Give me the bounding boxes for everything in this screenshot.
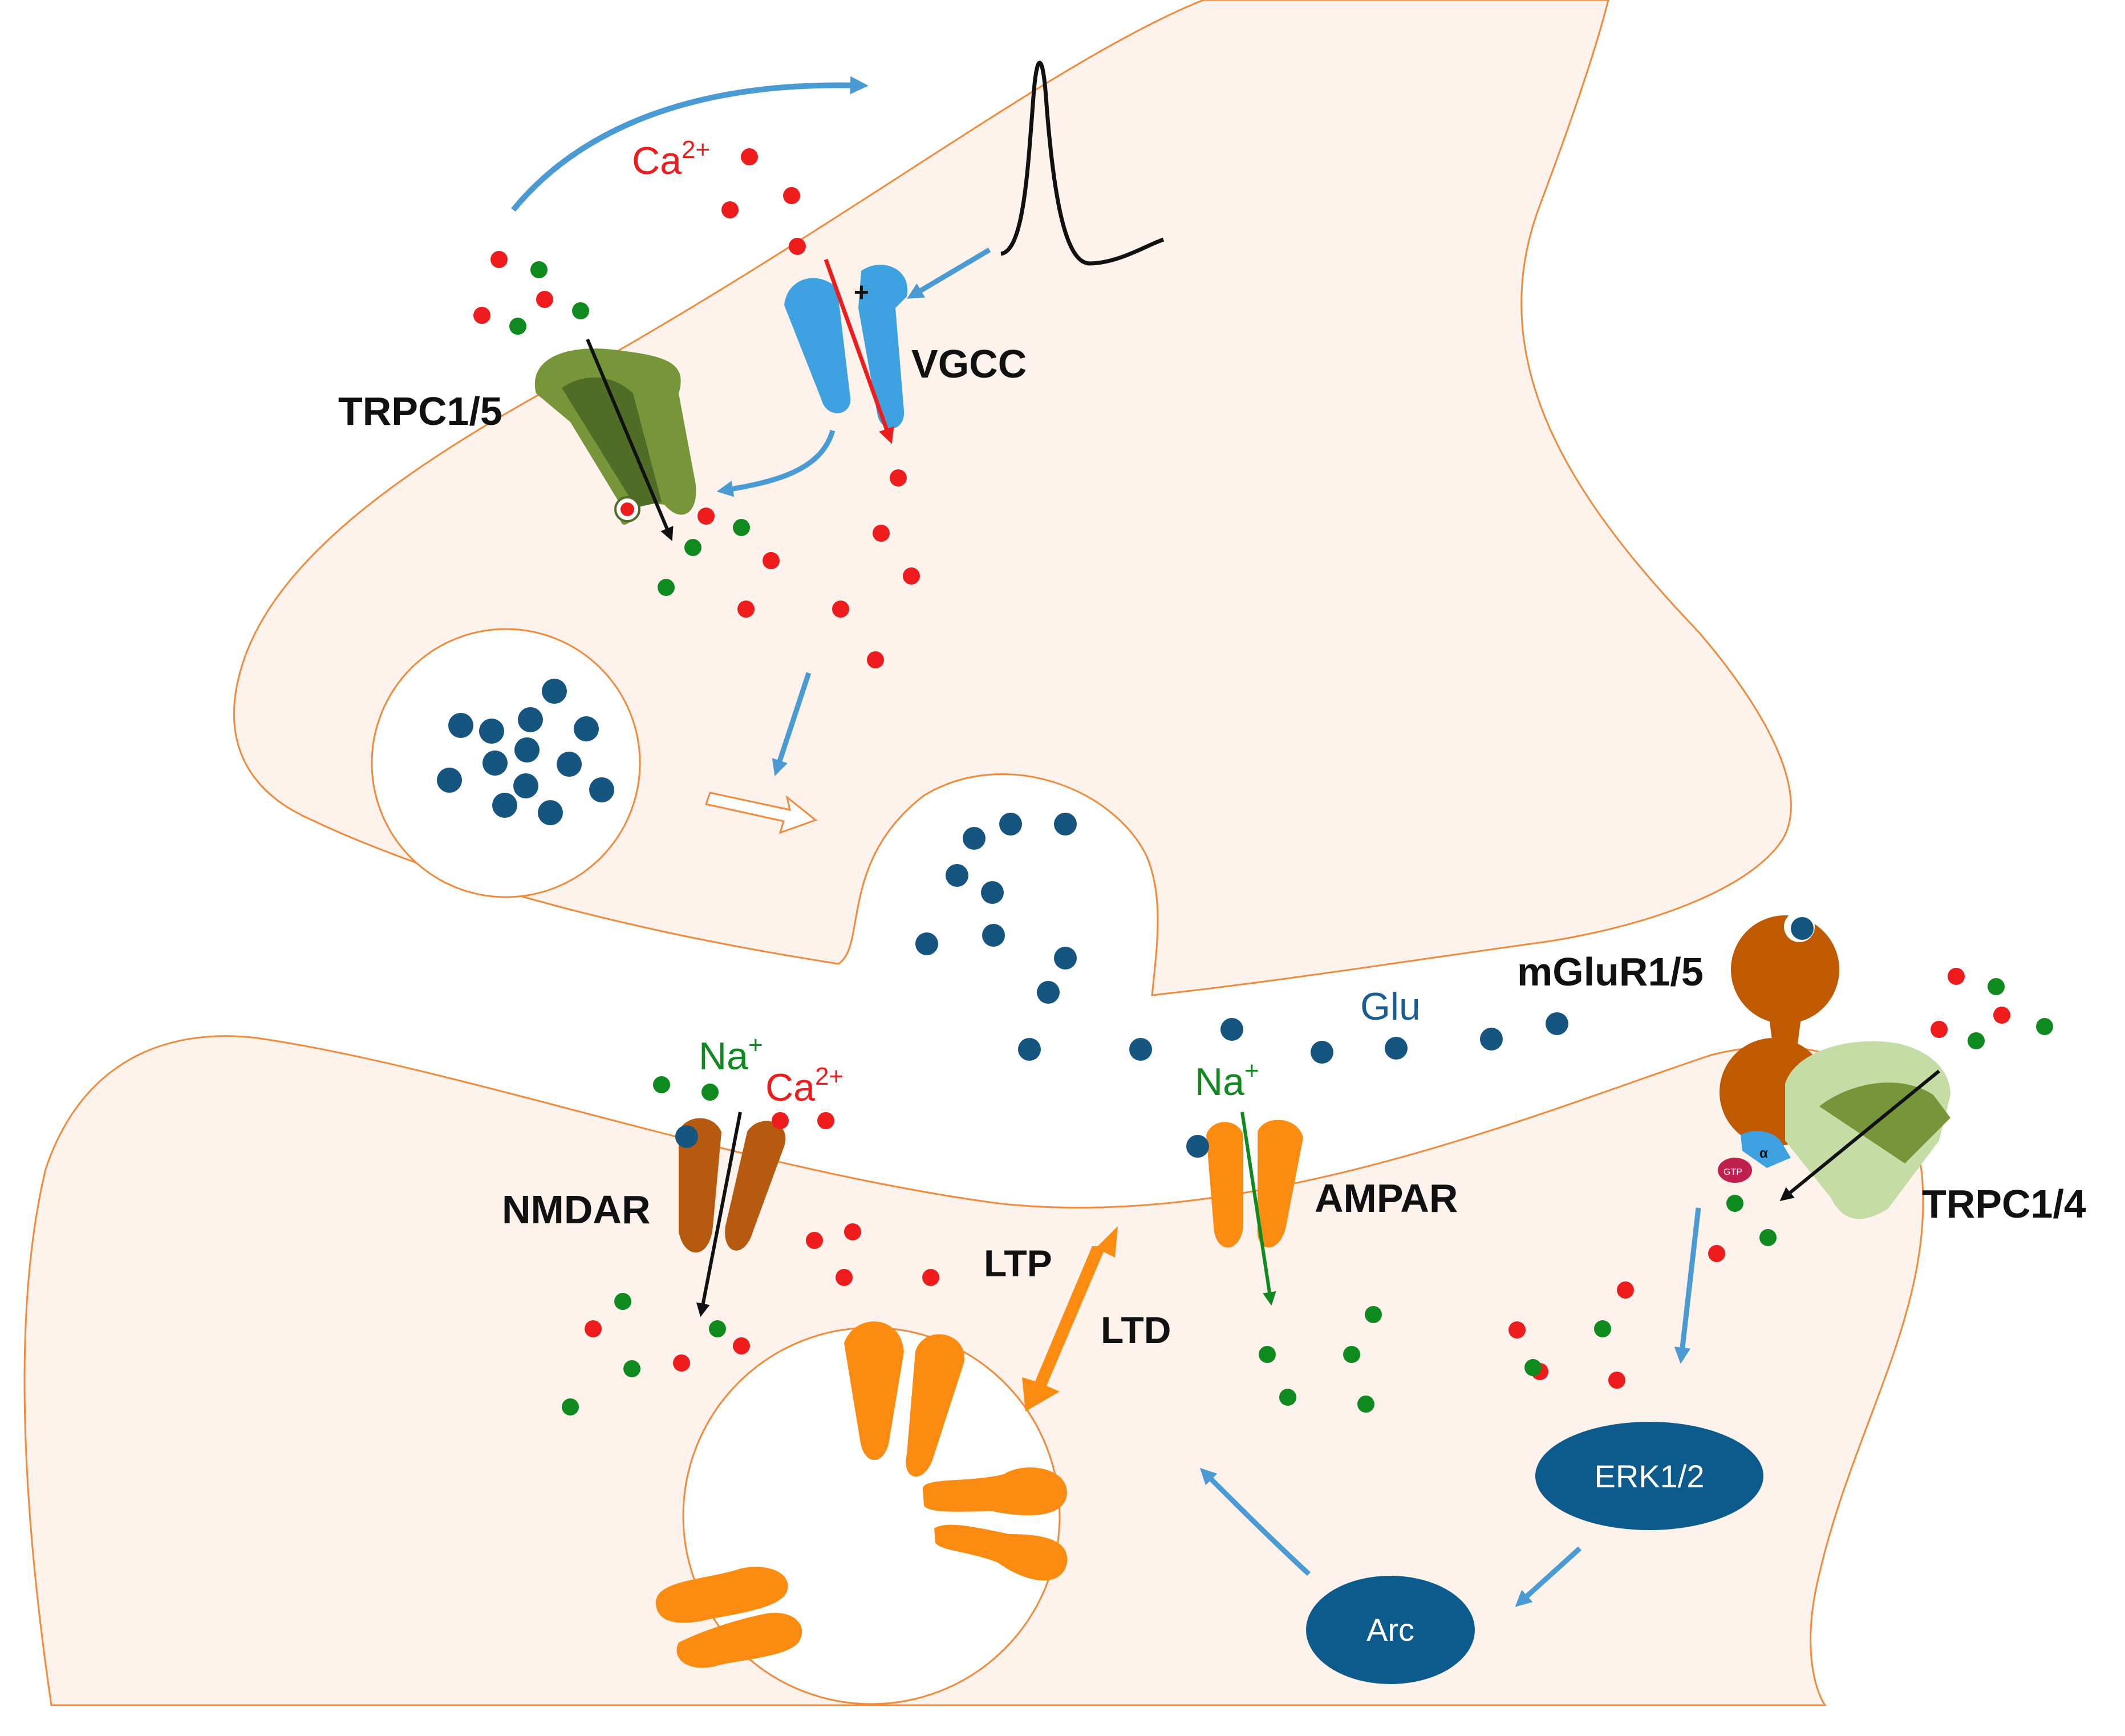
trpc14-sodium-ions <box>1524 978 2053 1376</box>
released-glutamate <box>915 813 1568 1064</box>
ca-to-vesicle-arrow <box>772 672 812 776</box>
vesicle-glutamate-cluster <box>437 679 614 825</box>
ap-to-vgcc-arrow <box>907 248 991 299</box>
calcium-label-nmdar: Ca2+ <box>765 1062 843 1109</box>
mglur-label: mGluR1/5 <box>1517 950 1704 994</box>
ampar-bound-glutamate <box>1186 1135 1209 1158</box>
internalized-ampar-receptors <box>656 1321 1068 1668</box>
trpc14-to-erk-arrow <box>1674 1207 1701 1364</box>
presynaptic-calcium-ions <box>473 148 920 668</box>
erk12-kinase <box>1535 1422 1763 1530</box>
nmdar-extracellular-ions <box>653 1076 834 1129</box>
ampar-intracellular-sodium <box>1259 1306 1382 1413</box>
trpc14-label: TRPC1/4 <box>1922 1182 2086 1226</box>
ampar-receptor <box>1206 1120 1303 1248</box>
sodium-label-ampar: Na+ <box>1195 1057 1259 1104</box>
arc-protein <box>1306 1576 1475 1684</box>
erk-to-arc-arrow <box>1515 1546 1582 1607</box>
ltp-ltd-trafficking-arrow <box>1022 1226 1118 1411</box>
nmdar-ion-flow-arrow <box>696 1112 742 1317</box>
vgcc-channel <box>784 258 908 444</box>
calcium-label-top: Ca2+ <box>632 136 710 182</box>
trpc14-calcium-ions <box>1508 968 2010 1389</box>
arc-label: Arc <box>1366 1612 1414 1648</box>
erk12-label: ERK1/2 <box>1595 1458 1705 1494</box>
trpc14-channel <box>1779 1041 1950 1219</box>
feedback-arrow-top <box>511 76 869 212</box>
nmdar-label: NMDAR <box>502 1187 651 1232</box>
presynaptic-sodium-ions <box>509 261 750 596</box>
ampar-label: AMPAR <box>1315 1176 1458 1220</box>
sodium-label-nmdar: Na+ <box>699 1031 763 1078</box>
vesicle-movement-arrow <box>705 792 818 834</box>
vgcc-label: VGCC <box>911 342 1027 386</box>
nmdar-receptor <box>679 1118 786 1253</box>
nmdar-intracellular-ions <box>562 1223 939 1415</box>
action-potential-trace <box>1000 60 1165 266</box>
vgcc-to-trpc-arrow <box>716 429 836 497</box>
arc-to-endosome-arrow <box>1199 1467 1311 1576</box>
mglur-gtp-label: GTP <box>1723 1167 1742 1177</box>
ltd-label: LTD <box>1101 1309 1171 1351</box>
ltp-label: LTP <box>984 1242 1052 1284</box>
ampar-sodium-flow-arrow <box>1240 1112 1276 1306</box>
trpc15-channel <box>534 338 696 541</box>
mglur-alpha-label: α <box>1759 1146 1768 1161</box>
vgcc-plus-sign: + <box>854 277 869 307</box>
nmdar-bound-glutamate <box>675 1125 698 1148</box>
trpc15-label: TRPC1/5 <box>338 389 502 433</box>
glutamate-label: Glu <box>1360 985 1421 1028</box>
